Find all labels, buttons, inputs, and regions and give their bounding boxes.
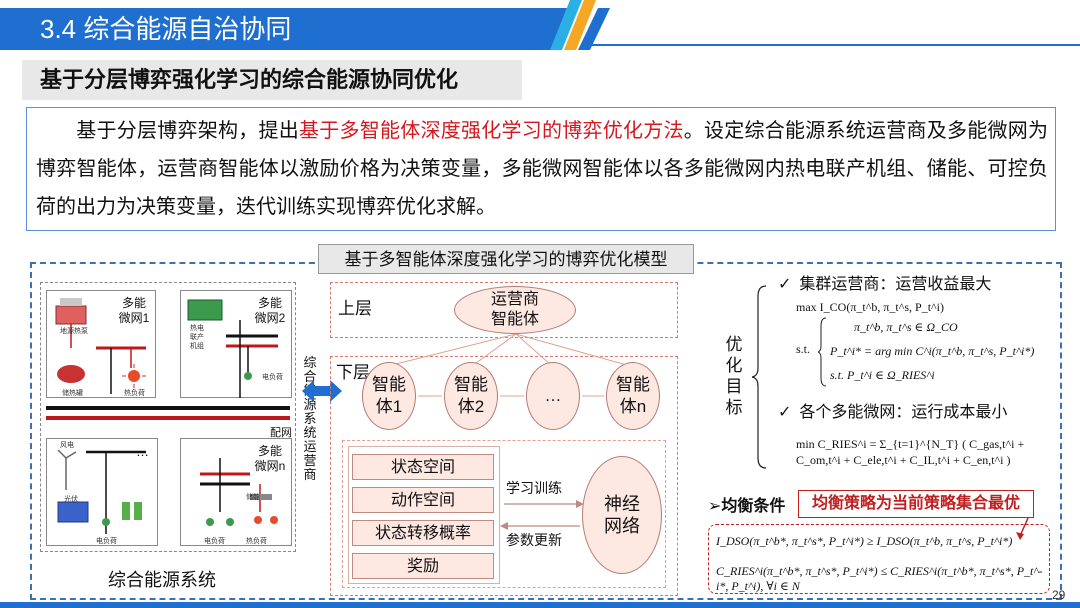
operator-vertical-label: 综合能源系统运营商 [303,355,317,482]
header-bar [0,8,555,50]
wind-label: 风电 [60,442,74,449]
intro-frame [26,107,1056,231]
upper-layer-label: 上层 [338,299,372,318]
microgrid-2-diagram [187,299,278,398]
check-icon: ✓ [778,276,792,293]
system-caption: 综合能源系统 [108,570,216,590]
microgrid-n-diagram [200,458,278,526]
lower-layer-label: 下层 [336,363,370,382]
grid-label: 配网 [270,427,292,439]
cluster-title: 集群运营商：运营收益最大 [799,276,992,293]
equilibrium-heading: ➢均衡条件 [708,492,785,516]
param-label: 参数更新 [506,532,562,548]
mg1-heatpump-label: 地源热泵 [60,328,88,335]
check-icon: ✓ [778,404,792,421]
callout-arrow-icon [1016,517,1029,540]
mg1-heatload-label: 热负荷 [124,390,145,397]
microgrid-1-label: 多能 微网1 [118,296,150,325]
distribution-bus [46,406,290,420]
intro-text-1: 基于分层博弈架构，提出 [76,120,299,142]
equilibrium-statement: 均衡策略为当前策略集合最优 [798,490,1034,518]
eq-cluster-c3: s.t. P_t^i ∈ Ω_RIES^i [830,368,935,382]
equilibrium-equations [708,524,1050,594]
microgrid-n-box [180,438,292,546]
objective-microgrid: ✓ 各个多能微网：运行成本最小 [778,398,1007,422]
learn-label: 学习训练 [506,480,562,496]
eq-equilibrium-1: I_DSO(π_t^b*, π_t^s*, P_t^i*) ≥ I_DSO(π_… [716,534,1013,548]
eq-microgrid: min C_RIES^i = Σ_{t=1}^{N_T} ( C_gas,t^i… [796,437,1025,467]
intro-highlight: 基于多智能体深度强化学习的博弈优化方法 [299,120,684,142]
section-title: 3.4 综合能源自治协同 [40,14,292,44]
bottom-load-label: 电负荷 [96,538,117,545]
ellipsis: … [136,444,149,459]
footer-bar [0,602,1080,608]
intro-paragraph: 基于分层博弈架构，提出基于多智能体深度强化学习的博弈优化方法。设定综合能源系统运… [36,112,1048,226]
learning-frame [342,440,666,588]
lower-layer-frame [330,356,678,596]
hierarchy-links [387,334,631,367]
micro-title: 各个多能微网：运行成本最小 [799,404,1008,421]
mgn-load-label: 电负荷 [204,538,225,545]
mgn-storage-label: 储能 [246,494,260,501]
mg2-load-label: 电负荷 [262,374,283,381]
neural-network: 神经 网络 [582,456,662,574]
system-diagram-frame [40,282,296,552]
action-space-box: 动作空间 [352,487,494,513]
microgrid-2-label: 多能 微网2 [254,296,286,325]
transition-box: 状态转移概率 [352,520,494,546]
agent-1: 智能 体1 [362,362,416,430]
microgrid-bottom-diagram [57,449,146,534]
objective-cluster: ✓ 集群运营商：运营收益最大 [778,270,991,294]
model-title: 基于多智能体深度强化学习的博弈优化模型 [318,244,694,274]
constraint-brace [818,317,827,387]
objective-side-label: 优化目标 [725,335,743,417]
microgrid-n-label: 多能 微网n [254,444,286,473]
operator-agent: 运营商 智能体 [454,286,576,334]
agent-2: 智能 体2 [444,362,498,430]
mg1-storage-label: 储热罐 [62,390,83,397]
mgn-heat-label: 热负荷 [246,538,267,545]
state-space-box: 状态空间 [352,454,494,480]
eq-equilibrium-2: C_RIES^i(π_t^b*, π_t^s*, P_t^i*) ≤ C_RIE… [716,564,1043,593]
reward-box: 奖励 [352,553,494,579]
microgrid-1-diagram [55,298,146,394]
agent-n: 智能 体n [606,362,660,430]
header-stripes [528,0,610,50]
eq-st-label: s.t. [796,342,811,356]
eq-cluster-max: max I_CO(π_t^b, π_t^s, P_t^i) [796,300,945,314]
intro-text-2: 。设定综合能源系统运营商及多能微网为博弈智能体，运营商智能体以激励价格为决策变量… [36,120,1048,218]
slide-subtitle: 基于分层博弈强化学习的综合能源协同优化 [40,67,459,92]
double-arrow-icon [302,380,342,402]
eq-cluster-c1: π_t^b, π_t^s ∈ Ω_CO [854,320,958,334]
eq-cluster-c2: P_t^i* = arg min C^i(π_t^b, π_t^s, P_t^i… [830,344,1035,358]
subtitle-bar [22,60,522,100]
mg2-chp-label: 热电 联产 机组 [190,325,204,350]
objective-brace [752,285,767,469]
arrow-bullet-icon: ➢ [708,498,722,515]
pv-label: 光伏 [64,496,78,503]
header-rule [590,44,1080,46]
agent-ellipsis: … [526,362,580,430]
training-arrows [500,500,584,530]
page-number: 29 [1052,588,1066,602]
equilibrium-label: 均衡条件 [721,498,786,515]
mdp-box [348,446,500,584]
agent-interaction-arrows [418,395,604,397]
